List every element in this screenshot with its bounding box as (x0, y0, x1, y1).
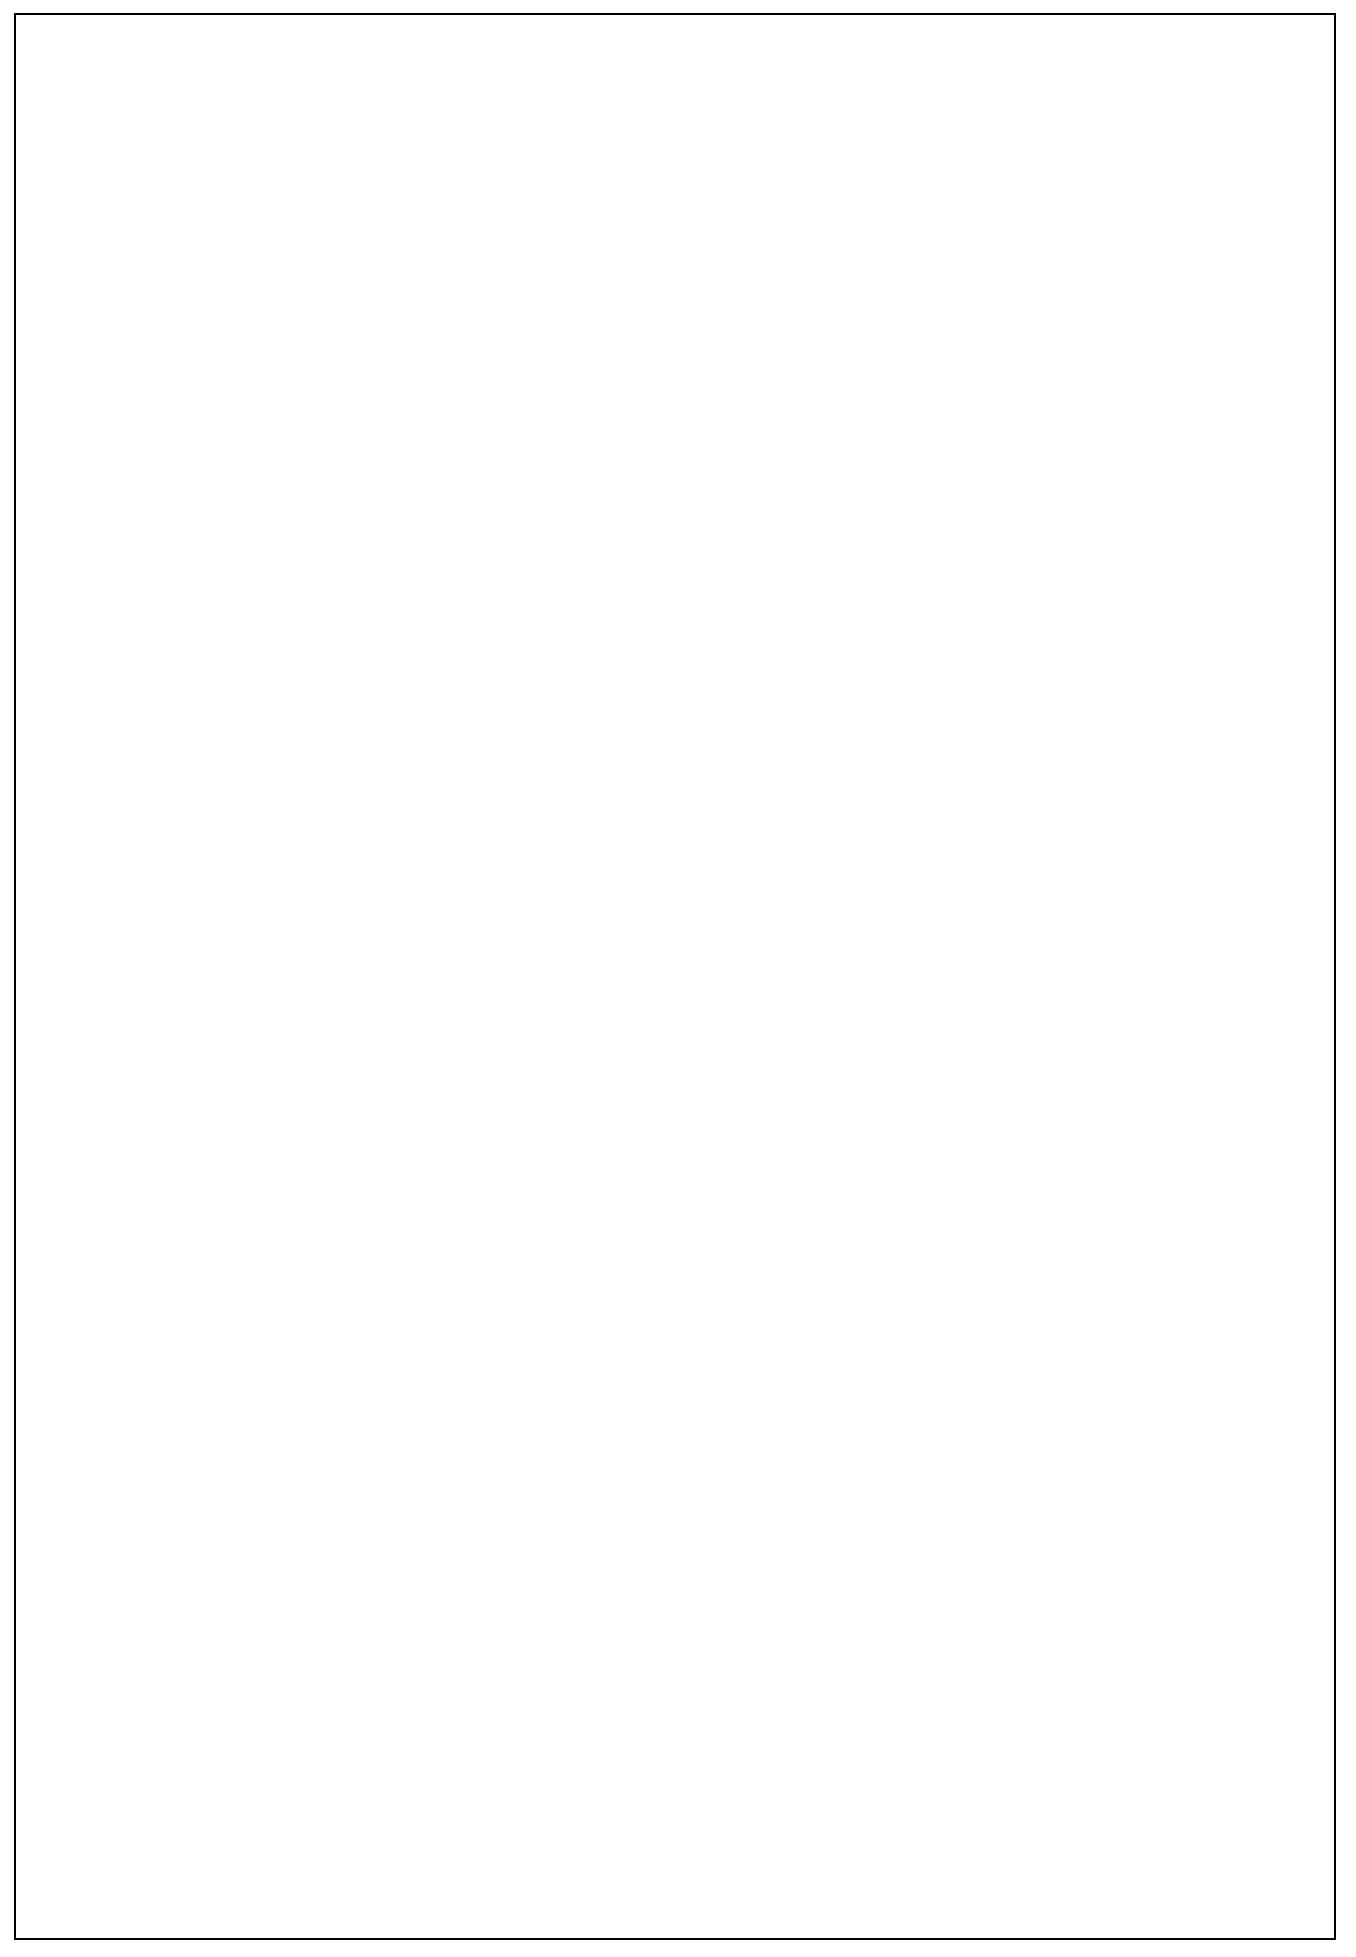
wiring-diagram: ELECTRICAL WIRING SCHEMATIC (WITHOUT ADV… (14, 13, 1336, 1940)
